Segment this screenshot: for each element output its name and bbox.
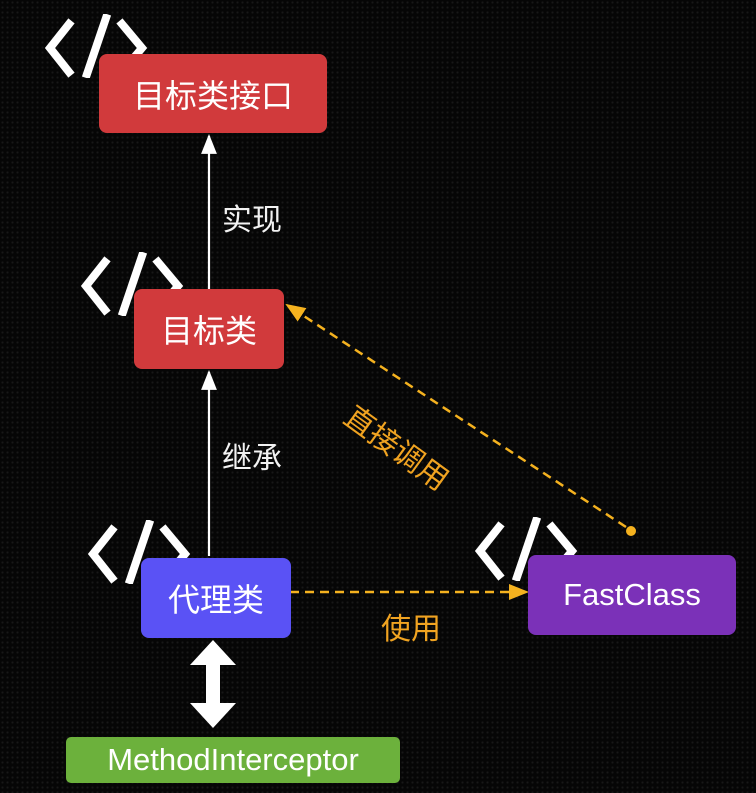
method-interceptor-node: MethodInterceptor (66, 737, 400, 783)
target-interface-label: 目标类接口 (132, 76, 293, 115)
target-class-label: 目标类 (160, 312, 257, 350)
direct-call-arrow-origin-dot (626, 526, 636, 536)
direct-call-arrow (285, 303, 627, 529)
target-class-node: 目标类 (134, 289, 284, 369)
proxy-class-node: 代理类 (141, 558, 291, 638)
inherits-edge-label: 继承 (222, 441, 282, 476)
uses-edge-label: 使用 (381, 612, 441, 647)
target-interface-node: 目标类接口 (99, 54, 327, 133)
fastclass-node: FastClass (528, 555, 736, 635)
implements-edge-label: 实现 (222, 203, 282, 238)
proxy-class-label: 代理类 (167, 581, 264, 619)
fastclass-label: FastClass (563, 577, 701, 612)
method-interceptor-label: MethodInterceptor (107, 742, 359, 777)
bidirectional-arrow (190, 640, 236, 728)
